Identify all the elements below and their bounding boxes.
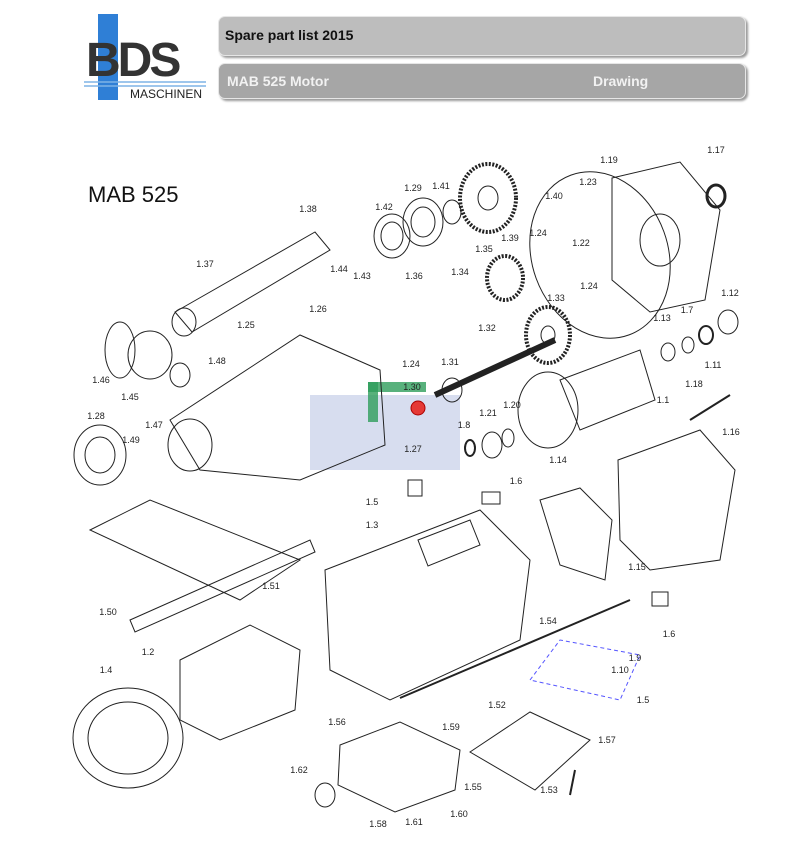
part-label-1-12: 1.12 (721, 288, 739, 298)
control-board (539, 487, 613, 581)
marker-green (368, 382, 426, 392)
part-label-1-57: 1.57 (598, 735, 616, 745)
carbon-brush (481, 491, 501, 505)
document-title: Spare part list 2015 (225, 27, 354, 43)
part-label-1-43: 1.43 (353, 271, 371, 281)
part-label-1-27: 1.27 (404, 444, 422, 454)
part-label-1-52: 1.52 (488, 700, 506, 710)
part-label-1-11: 1.11 (704, 360, 722, 370)
pinion-shaft (433, 337, 557, 398)
part-label-1-58: 1.58 (369, 819, 387, 829)
highlighted-part (410, 400, 426, 416)
part-label-1-9: 1.9 (628, 653, 642, 663)
part-label-1-23: 1.23 (579, 177, 597, 187)
part-label-1-5: 1.5 (365, 497, 379, 507)
part-label-1-62: 1.62 (290, 765, 308, 775)
output-shaft (174, 231, 331, 333)
part-label-1-49: 1.49 (122, 435, 140, 445)
part-label-1-44: 1.44 (330, 264, 348, 274)
part-label-1-38: 1.38 (299, 204, 317, 214)
part-label-1-35: 1.35 (475, 244, 493, 254)
part-label-1-42: 1.42 (375, 202, 393, 212)
part-label-1-61: 1.61 (405, 817, 423, 827)
part-label-1-6: 1.6 (662, 629, 676, 639)
armature (559, 349, 656, 431)
fan-cover (617, 429, 736, 571)
part-label-1-48: 1.48 (208, 356, 226, 366)
bearing (402, 197, 444, 247)
gear-cover (611, 161, 721, 313)
part-label-1-28: 1.28 (87, 411, 105, 421)
part-label-1-55: 1.55 (464, 782, 482, 792)
base-plate (88, 499, 302, 601)
part-label-1-24: 1.24 (529, 228, 547, 238)
gear-housing (169, 334, 386, 481)
part-label-1-33: 1.33 (547, 293, 565, 303)
part-label-1-18: 1.18 (685, 379, 703, 389)
part-label-1-36: 1.36 (405, 271, 423, 281)
gear (458, 162, 572, 365)
part-label-1-39: 1.39 (501, 233, 519, 243)
part-label-1-13: 1.13 (653, 313, 671, 323)
o-ring (529, 171, 671, 339)
part-label-1-56: 1.56 (328, 717, 346, 727)
part-label-1-8: 1.8 (457, 420, 471, 430)
part-label-1-6: 1.6 (509, 476, 523, 486)
part-label-1-19: 1.19 (600, 155, 618, 165)
bearing (73, 424, 127, 486)
part-label-1-7: 1.7 (680, 305, 694, 315)
part-label-1-1: 1.1 (656, 395, 670, 405)
part-label-1-32: 1.32 (478, 323, 496, 333)
bearing (373, 213, 411, 259)
part-label-1-2: 1.2 (141, 647, 155, 657)
part-label-1-29: 1.29 (404, 183, 422, 193)
part-label-1-5: 1.5 (636, 695, 650, 705)
part-label-1-14: 1.14 (549, 455, 567, 465)
part-label-1-15: 1.15 (628, 562, 646, 572)
part-label-1-16: 1.16 (722, 427, 740, 437)
part-label-1-54: 1.54 (539, 616, 557, 626)
section-type: Drawing (593, 73, 649, 89)
housing-ring (72, 687, 184, 789)
part-label-1-46: 1.46 (92, 375, 110, 385)
section-subtitle: MAB 525 Motor (227, 73, 329, 89)
part-label-1-40: 1.40 (545, 191, 563, 201)
part-label-1-34: 1.34 (451, 267, 469, 277)
part-label-1-22: 1.22 (572, 238, 590, 248)
part-label-1-50: 1.50 (99, 607, 117, 617)
switch-box (337, 721, 461, 813)
stator (179, 624, 301, 741)
part-label-1-45: 1.45 (121, 392, 139, 402)
part-label-1-53: 1.53 (540, 785, 558, 795)
part-label-1-24: 1.24 (580, 281, 598, 291)
bds-maschinen-logo: BDS MASCHINEN (84, 14, 206, 101)
part-label-1-10: 1.10 (611, 665, 629, 675)
part-label-1-21: 1.21 (479, 408, 497, 418)
part-label-1-4: 1.4 (99, 665, 113, 675)
part-label-1-30: 1.30 (403, 382, 421, 392)
part-label-1-26: 1.26 (309, 304, 327, 314)
subtitle-bar: MAB 525 Motor Drawing (218, 63, 746, 99)
part-label-1-59: 1.59 (442, 722, 460, 732)
svg-text:BDS: BDS (86, 34, 180, 87)
cover-plate (469, 711, 591, 791)
svg-text:MASCHINEN: MASCHINEN (130, 87, 202, 100)
model-title: MAB 525 (88, 182, 179, 207)
part-label-1-31: 1.31 (441, 357, 459, 367)
motor-housing (324, 509, 531, 701)
rack (129, 539, 316, 633)
part-label-1-41: 1.41 (432, 181, 450, 191)
part-label-1-24: 1.24 (402, 359, 420, 369)
part-label-1-20: 1.20 (503, 400, 521, 410)
title-bar: Spare part list 2015 (218, 16, 746, 56)
part-label-1-51: 1.51 (262, 581, 280, 591)
part-label-1-47: 1.47 (145, 420, 163, 430)
watermark (310, 395, 460, 470)
part-label-1-60: 1.60 (450, 809, 468, 819)
part-label-1-37: 1.37 (196, 259, 214, 269)
part-label-1-17: 1.17 (707, 145, 725, 155)
part-label-1-3: 1.3 (365, 520, 379, 530)
part-label-1-25: 1.25 (237, 320, 255, 330)
